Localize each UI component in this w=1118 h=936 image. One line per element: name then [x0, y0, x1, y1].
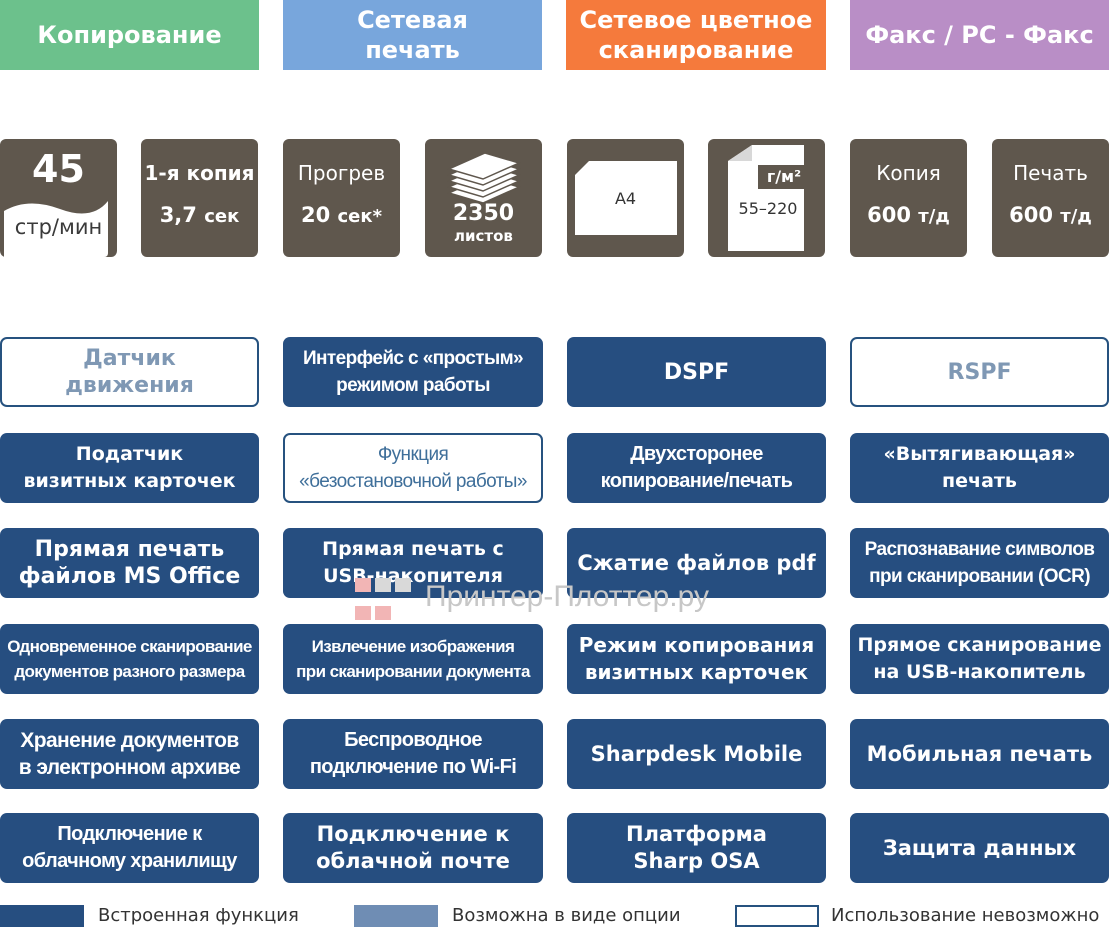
- spec-print-resolution: Печать 600 т/д: [992, 139, 1109, 257]
- feature-pdf-compression: Сжатие файлов pdf: [567, 528, 826, 598]
- paper-format-icon: [575, 161, 677, 235]
- paper-density-value: 55–220: [738, 199, 798, 218]
- feature-data-security: Защита данных: [850, 813, 1109, 883]
- first-copy-value: 3,7 сек: [159, 203, 240, 227]
- feature-nonstop-operation: Функция «безостановочной работы»: [283, 433, 543, 503]
- paper-density-unit: г/м²: [766, 167, 802, 186]
- feature-document-archive: Хранение документов в электронном архиве: [0, 719, 259, 789]
- speed-page-icon: [4, 201, 108, 257]
- spec-paper-format: А4: [567, 139, 684, 257]
- speed-value: 45: [32, 147, 85, 191]
- feature-usb-print: Прямая печать с USB-накопителя: [283, 528, 543, 598]
- legend-na-swatch: [735, 905, 819, 927]
- paper-density-icon: [728, 145, 810, 251]
- spec-copy-resolution: Копия 600 т/д: [850, 139, 967, 257]
- feature-cloud-storage: Подключение к облачному хранилищу: [0, 813, 259, 883]
- feature-motion-sensor: Датчик движения: [0, 337, 259, 407]
- legend-optional-swatch: [354, 905, 438, 927]
- feature-sharpdesk-mobile: Sharpdesk Mobile: [567, 719, 826, 789]
- legend-builtin-label: Встроенная функция: [98, 905, 299, 926]
- header-fax: Факс / PC - Факс: [850, 0, 1109, 70]
- legend-builtin-swatch: [0, 905, 84, 927]
- print-resolution-value: 600 т/д: [1009, 203, 1092, 227]
- feature-ms-office-print: Прямая печать файлов MS Office: [0, 528, 259, 598]
- feature-ocr: Распознавание символов при сканировании …: [850, 528, 1109, 598]
- warmup-value: 20 сек*: [300, 203, 383, 227]
- spec-first-copy: 1-я копия 3,7 сек: [141, 139, 258, 257]
- feature-image-extraction: Извлечение изображения при сканировании …: [283, 624, 543, 694]
- legend-na-label: Использование невозможно: [831, 905, 1100, 926]
- paper-stack-icon: [446, 152, 522, 204]
- feature-simple-mode: Интерфейс с «простым» режимом работы: [283, 337, 543, 407]
- feature-cloud-mail: Подключение к облачной почте: [283, 813, 543, 883]
- feature-pull-print: «Вытягивающая» печать: [850, 433, 1109, 503]
- paper-format-value: А4: [614, 189, 637, 208]
- spec-warmup: Прогрев 20 сек*: [283, 139, 400, 257]
- feature-dspf: DSPF: [567, 337, 826, 407]
- feature-card-copy-mode: Режим копирования визитных карточек: [567, 624, 826, 694]
- feature-rspf: RSPF: [850, 337, 1109, 407]
- copy-resolution-value: 600 т/д: [867, 203, 950, 227]
- spec-paper-density: г/м² 55–220: [708, 139, 825, 257]
- header-network-scan: Сетевое цветное сканирование: [566, 0, 826, 70]
- feature-mobile-print: Мобильная печать: [850, 719, 1109, 789]
- feature-wifi: Беспроводное подключение по Wi-Fi: [283, 719, 543, 789]
- header-copying: Копирование: [0, 0, 259, 70]
- legend-optional-label: Возможна в виде опции: [452, 905, 681, 926]
- speed-unit: стр/мин: [14, 215, 103, 239]
- watermark-logo-icon: [355, 578, 411, 620]
- print-resolution-label: Печать: [1013, 161, 1088, 185]
- spec-paper-capacity: 2350 листов: [425, 139, 542, 257]
- header-network-print: Сетевая печать: [283, 0, 542, 70]
- paper-capacity-value: 2350: [452, 201, 515, 226]
- warmup-label: Прогрев: [297, 161, 386, 185]
- feature-usb-scan: Прямое сканирование на USB-накопитель: [850, 624, 1109, 694]
- feature-business-card-feeder: Податчик визитных карточек: [0, 433, 259, 503]
- first-copy-label: 1-я копия: [144, 161, 255, 185]
- feature-mixed-size-scan: Одновременное сканирование документов ра…: [0, 624, 259, 694]
- feature-duplex: Двухсторонее копирование/печать: [567, 433, 826, 503]
- copy-resolution-label: Копия: [876, 161, 941, 185]
- spec-speed: 45 стр/мин: [0, 139, 117, 257]
- paper-capacity-unit: листов: [454, 227, 513, 245]
- feature-sharp-osa: Платформа Sharp OSA: [567, 813, 826, 883]
- watermark-text: Принтер-Плоттер.ру: [425, 580, 709, 613]
